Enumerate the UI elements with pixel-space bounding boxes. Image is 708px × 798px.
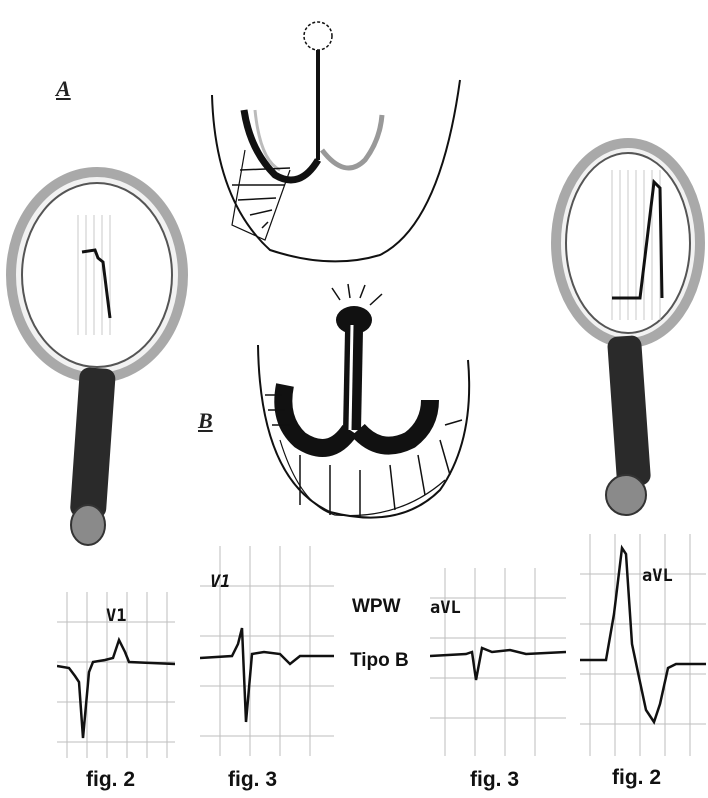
ecg-lead-label: V1 xyxy=(210,572,230,592)
ecg-lead-label: aVL xyxy=(430,598,461,618)
figure-caption: fig. 3 xyxy=(228,768,277,792)
figure-caption: fig. 2 xyxy=(612,766,661,790)
heart-a-label: A xyxy=(56,76,71,102)
ecg-lead-label: aVL xyxy=(642,566,673,586)
ecg-strip-avl-fig3 xyxy=(430,568,566,756)
wpw-label: WPW xyxy=(352,596,401,618)
figure-caption: fig. 2 xyxy=(86,768,135,792)
wpw-type-label: Tipo B xyxy=(350,650,409,672)
heart-b-label: B xyxy=(198,408,213,434)
figure-caption: fig. 3 xyxy=(470,768,519,792)
ecg-lead-label: V1 xyxy=(106,606,126,626)
